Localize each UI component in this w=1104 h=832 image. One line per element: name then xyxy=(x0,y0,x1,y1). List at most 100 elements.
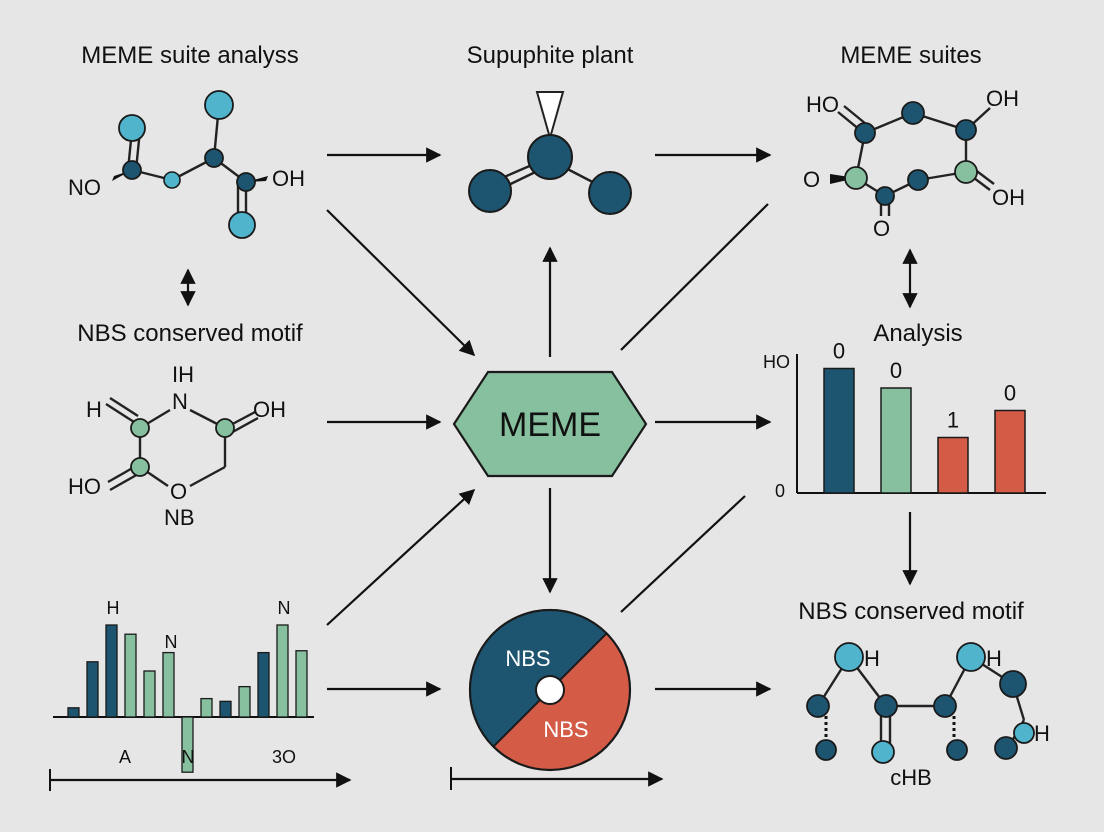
atom-label-oh-right: OH xyxy=(992,185,1025,210)
atom-node xyxy=(204,90,234,120)
mid-right-title: Analysis xyxy=(873,320,962,347)
atom-label-oh-top: OH xyxy=(986,86,1019,111)
pie-label-bottom: NBS xyxy=(543,717,588,742)
top-left-molecule: NO OH xyxy=(68,90,305,239)
mid-left-molecule: IH N H OH HO O NB xyxy=(68,362,286,530)
histogram-bar xyxy=(238,685,251,718)
analysis-bar xyxy=(880,387,912,494)
atom-node xyxy=(236,172,256,192)
atom-node xyxy=(118,114,146,142)
top-center-molecule xyxy=(468,91,632,215)
atom-node xyxy=(875,186,895,206)
meme-hub: MEME xyxy=(452,370,648,478)
analysis-bar xyxy=(994,409,1026,494)
atom-node xyxy=(163,171,181,189)
hist-letter-n-mid: N xyxy=(165,632,178,652)
sequence-histogram: H N N A N 3O xyxy=(49,598,352,791)
chart-ylabel: HO xyxy=(763,352,790,372)
line-pie-to-mr xyxy=(620,495,746,613)
atom-node xyxy=(946,739,968,761)
hist-xlabel-1: N xyxy=(182,747,195,767)
atom-label-ho: HO xyxy=(806,92,839,117)
hist-xlabel-0: A xyxy=(119,747,131,767)
analysis-bar-label: 0 xyxy=(833,339,845,364)
histogram-bar xyxy=(181,716,194,773)
histogram-bar xyxy=(200,697,213,718)
pie-slice-top xyxy=(469,609,609,749)
histogram-bar xyxy=(67,707,80,718)
atom-node xyxy=(1013,722,1035,744)
atom-label-ho: HO xyxy=(68,474,101,499)
flow-arrows xyxy=(180,147,918,697)
histogram-bar xyxy=(162,651,175,718)
atom-label-n: N xyxy=(172,389,188,414)
atom-node xyxy=(228,211,256,239)
atom-node xyxy=(527,134,573,180)
atom-label-o: O xyxy=(170,479,187,504)
histogram-bar xyxy=(86,661,99,718)
top-right-title: MEME suites xyxy=(840,42,981,69)
top-right-molecule: HO OH O O OH xyxy=(803,86,1025,241)
atom-node xyxy=(954,160,978,184)
atom-node xyxy=(874,694,898,718)
atom-label-h3: H xyxy=(1034,721,1050,746)
atom-node xyxy=(999,670,1027,698)
atom-node xyxy=(901,101,925,125)
histogram-bar xyxy=(143,670,156,718)
atom-node xyxy=(854,122,876,144)
atom-label-oh: OH xyxy=(272,166,305,191)
atom-label-no: NO xyxy=(68,175,101,200)
line-hub-to-tr xyxy=(620,203,769,351)
atom-label-h: H xyxy=(86,397,102,422)
atom-node xyxy=(994,736,1018,760)
atom-node xyxy=(215,418,235,438)
atom-label-o-bottom: O xyxy=(873,216,890,241)
atom-node xyxy=(834,642,864,672)
atom-node xyxy=(956,642,986,672)
atom-node xyxy=(871,740,895,764)
atom-node xyxy=(844,166,868,190)
top-center-title: Supuphite plant xyxy=(467,42,634,69)
nbs-pie-chart: NBS NBS xyxy=(450,608,664,790)
histogram-bar xyxy=(276,624,289,718)
atom-label-o-left: O xyxy=(803,167,820,192)
hist-xlabel-2: 3O xyxy=(272,747,296,767)
arrow-tl-to-hub xyxy=(326,209,476,357)
atom-label-h2: H xyxy=(986,646,1002,671)
chart-zero-label: 0 xyxy=(775,481,785,501)
atom-label-chb: cHB xyxy=(890,765,932,790)
atom-label-oh: OH xyxy=(253,397,286,422)
atom-node xyxy=(468,169,512,213)
analysis-bar-label: 0 xyxy=(890,358,902,383)
atom-label-ih: IH xyxy=(172,362,194,387)
atom-node xyxy=(933,694,957,718)
histogram-bar xyxy=(219,700,232,718)
bottom-right-title: NBS conserved motif xyxy=(798,598,1024,625)
atom-node xyxy=(130,418,150,438)
hist-letter-h: H xyxy=(107,598,120,618)
atom-node xyxy=(955,119,977,141)
mid-left-title: NBS conserved motif xyxy=(77,320,303,347)
analysis-bar xyxy=(937,436,969,494)
histogram-bar xyxy=(295,650,308,718)
hist-letter-n-right: N xyxy=(278,598,291,618)
meme-hub-label: MEME xyxy=(499,406,601,444)
histogram-bar xyxy=(124,633,137,718)
atom-node xyxy=(907,169,929,191)
atom-node xyxy=(806,694,830,718)
pie-label-top: NBS xyxy=(505,646,550,671)
atom-label-nb: NB xyxy=(164,505,195,530)
arrow-bl-to-hub xyxy=(326,488,476,626)
top-left-title: MEME suite analyss xyxy=(81,42,298,69)
atom-node xyxy=(130,457,150,477)
atom-node xyxy=(815,739,837,761)
atom-node xyxy=(204,148,224,168)
pie-center-hole xyxy=(535,675,565,705)
bottom-right-molecule: H H H cHB xyxy=(806,642,1050,790)
histogram-bar xyxy=(105,624,118,718)
analysis-bar-label: 0 xyxy=(1004,381,1016,406)
atom-label-h1: H xyxy=(864,646,880,671)
histogram-bar xyxy=(257,651,270,718)
